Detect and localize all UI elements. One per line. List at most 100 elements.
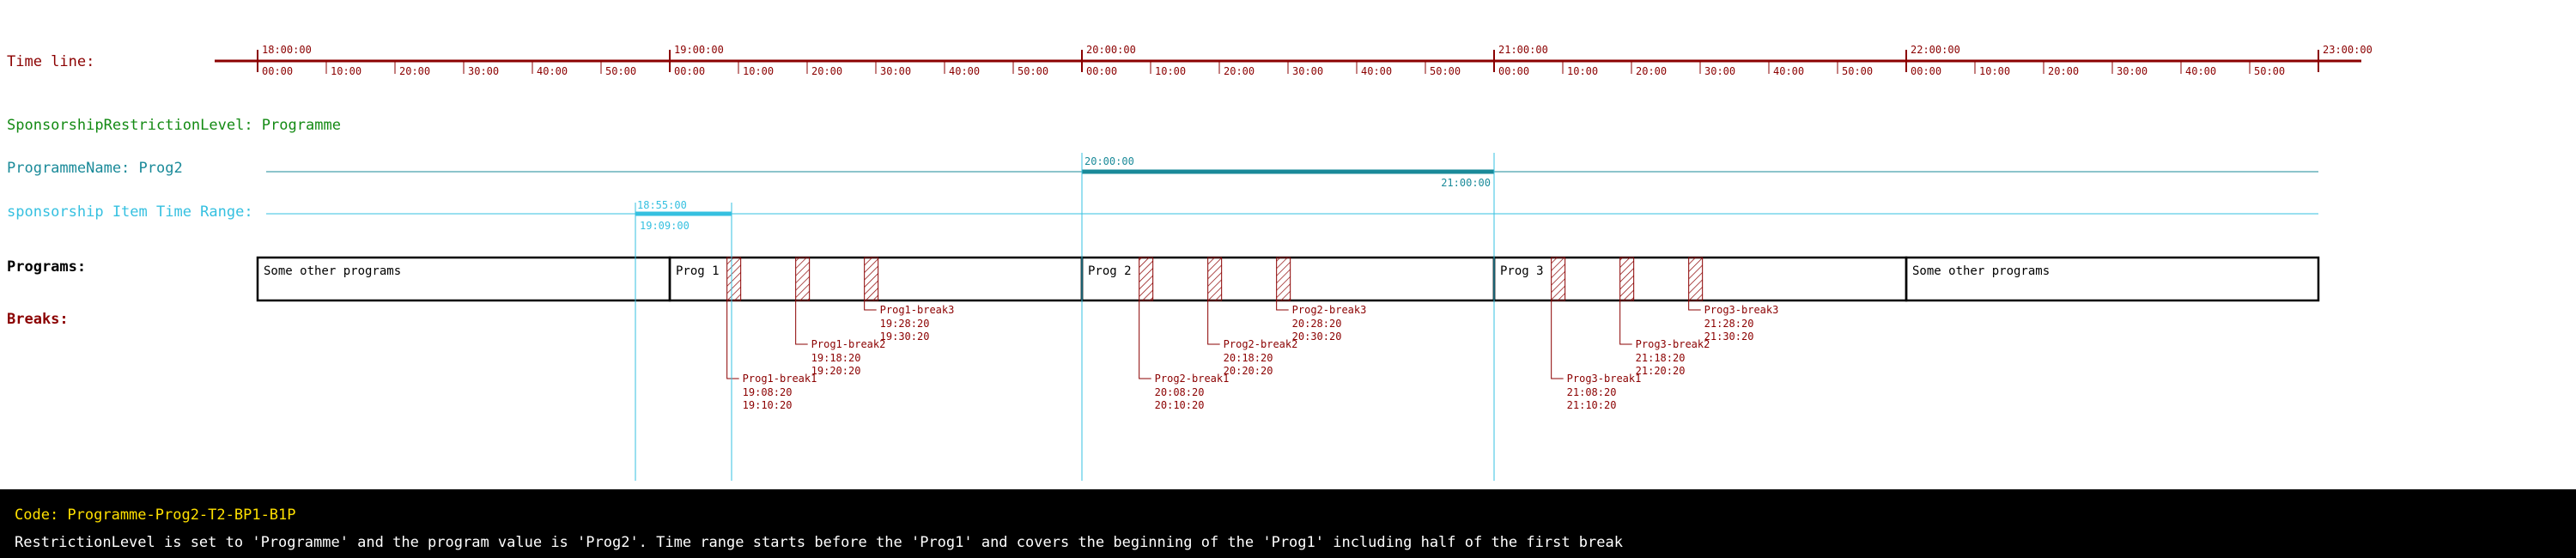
minute-label: 40:00 — [1361, 65, 1392, 77]
sponsorship-range: 18:55:00 19:09:00 — [635, 199, 732, 232]
break-start: 20:28:20 — [1292, 318, 1342, 330]
break-block — [1207, 257, 1223, 301]
break-name: Prog1-break1 — [743, 373, 817, 385]
minute-label: 20:00 — [1224, 65, 1255, 77]
minute-label: 20:00 — [811, 65, 842, 77]
break-leader — [795, 300, 808, 345]
break-end: 19:20:20 — [811, 365, 861, 377]
break-name: Prog2-break1 — [1155, 373, 1230, 385]
minute-label: 30:00 — [1704, 65, 1735, 77]
program-label: Prog 3 — [1500, 264, 1544, 278]
minute-label: 20:00 — [1636, 65, 1667, 77]
break-end: 19:30:20 — [880, 331, 930, 343]
guide-lines — [635, 153, 1495, 481]
break-leader — [726, 300, 739, 379]
break-end: 21:10:20 — [1567, 399, 1617, 411]
minute-label: 50:00 — [1018, 65, 1048, 77]
hour-label: 22:00:00 — [1911, 44, 1960, 56]
programme-name-label: ProgrammeName: Prog2 — [7, 160, 183, 177]
break-end: 19:10:20 — [743, 399, 793, 411]
program-label: Prog 2 — [1088, 264, 1132, 278]
minute-label: 30:00 — [2117, 65, 2148, 77]
hour-label: 21:00:00 — [1498, 44, 1548, 56]
minute-label: 50:00 — [1842, 65, 1873, 77]
breaks-label: Breaks: — [7, 311, 69, 328]
break-name: Prog1-break2 — [811, 338, 886, 350]
break-block — [1139, 257, 1154, 301]
break-start: 21:28:20 — [1704, 318, 1754, 330]
programme-end-label: 21:00:00 — [1441, 177, 1491, 189]
break-block — [1619, 257, 1635, 301]
minute-label: 00:00 — [262, 65, 293, 77]
break-name: Prog1-break3 — [880, 304, 955, 316]
minute-label: 30:00 — [1292, 65, 1323, 77]
break-name: Prog3-break3 — [1704, 304, 1779, 316]
minute-label: 20:00 — [2048, 65, 2079, 77]
break-start: 21:18:20 — [1636, 352, 1686, 364]
minute-label: 20:00 — [399, 65, 430, 77]
minute-label: 40:00 — [949, 65, 980, 77]
hour-label: 19:00:00 — [674, 44, 724, 56]
footer-code: Code: Programme-Prog2-T2-BP1-B1P — [15, 506, 296, 524]
programme-range: 20:00:00 21:00:00 — [1082, 155, 1494, 189]
break-end: 20:20:20 — [1224, 365, 1273, 377]
sponsorship-range-label: sponsorship Item Time Range: — [7, 203, 253, 221]
minute-label: 10:00 — [1155, 65, 1186, 77]
sponsorship-end-label: 19:09:00 — [640, 220, 690, 232]
minute-label: 40:00 — [1773, 65, 1804, 77]
minute-label: 40:00 — [537, 65, 568, 77]
break-block — [1551, 257, 1566, 301]
hour-label: 20:00:00 — [1086, 44, 1136, 56]
minute-label: 40:00 — [2185, 65, 2216, 77]
break-start: 19:18:20 — [811, 352, 861, 364]
break-start: 20:08:20 — [1155, 386, 1205, 398]
break-name: Prog3-break1 — [1567, 373, 1642, 385]
break-leader — [1207, 300, 1220, 345]
program-block — [1905, 256, 2320, 302]
minute-label: 10:00 — [1979, 65, 2010, 77]
break-leader — [864, 300, 877, 311]
break-block — [1688, 257, 1704, 301]
programme-start-label: 20:00:00 — [1084, 155, 1134, 167]
program-label: Prog 1 — [676, 264, 720, 278]
minute-label: 50:00 — [605, 65, 636, 77]
break-leader — [1619, 300, 1632, 345]
minute-label: 50:00 — [2254, 65, 2285, 77]
minute-label: 10:00 — [1567, 65, 1598, 77]
programs-label: Programs: — [7, 258, 86, 276]
break-end: 21:20:20 — [1636, 365, 1686, 377]
minute-label: 30:00 — [468, 65, 499, 77]
minute-label: 10:00 — [331, 65, 361, 77]
break-start: 20:18:20 — [1224, 352, 1273, 364]
program-label: Some other programs — [1912, 264, 2050, 278]
break-block — [726, 257, 742, 301]
hour-label: 23:00:00 — [2323, 44, 2372, 56]
minute-label: 00:00 — [674, 65, 705, 77]
sponsorship-start-label: 18:55:00 — [637, 199, 687, 211]
break-leader — [1688, 300, 1701, 311]
break-name: Prog2-break3 — [1292, 304, 1367, 316]
timeline-ticks: 18:00:00 00:00 10:00 20:00 30:00 40:00 50:00 19… — [257, 44, 2372, 77]
minute-label: 00:00 — [1911, 65, 1941, 77]
break-name: Prog3-break2 — [1636, 338, 1710, 350]
restriction-level-label: SponsorshipRestrictionLevel: Programme — [7, 117, 341, 134]
break-block — [864, 257, 879, 301]
minute-label: 00:00 — [1498, 65, 1529, 77]
break-name: Prog2-break2 — [1224, 338, 1298, 350]
footer-panel: Code: Programme-Prog2-T2-BP1-B1P Restric… — [0, 489, 2576, 558]
break-leader — [1139, 300, 1151, 379]
break-leader — [1551, 300, 1564, 379]
timeline-label: Time line: — [7, 53, 94, 70]
minute-label: 50:00 — [1430, 65, 1461, 77]
break-block — [1276, 257, 1291, 301]
break-start: 19:28:20 — [880, 318, 930, 330]
program-label: Some other programs — [264, 264, 401, 278]
hour-label: 18:00:00 — [262, 44, 312, 56]
break-end: 20:10:20 — [1155, 399, 1205, 411]
break-start: 21:08:20 — [1567, 386, 1617, 398]
break-start: 19:08:20 — [743, 386, 793, 398]
footer-description: RestrictionLevel is set to 'Programme' a… — [15, 534, 1623, 551]
break-end: 20:30:20 — [1292, 331, 1342, 343]
